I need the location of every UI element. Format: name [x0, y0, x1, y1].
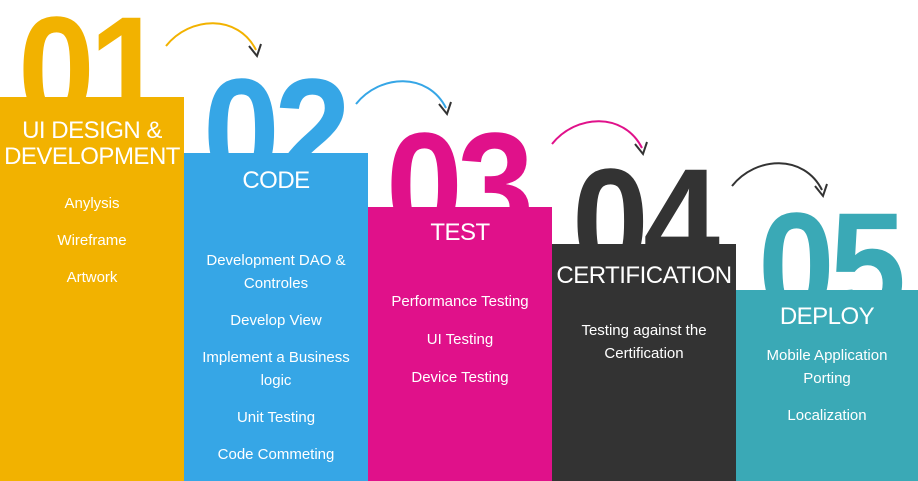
- step-05-item: Localization: [787, 407, 867, 424]
- step-04-title: CERTIFICATION: [556, 262, 732, 289]
- step-02-item: Development DAO & Controles: [184, 226, 368, 295]
- step-03-item: Device Testing: [411, 369, 509, 386]
- step-02-item: Develop View: [230, 312, 322, 329]
- step-05-title: DEPLOY: [779, 303, 875, 330]
- step-02-item: Unit Testing: [236, 409, 316, 426]
- step-03-panel: TEST Performance Testing UI Testing Devi…: [368, 207, 552, 481]
- step-02-item: Implement a Business logic: [202, 349, 350, 389]
- step-02-item: Code Commeting: [217, 446, 335, 463]
- step-02-title: CODE: [242, 167, 310, 194]
- step-04-panel: CERTIFICATION Testing against the Certif…: [552, 244, 736, 481]
- step-03-title: TEST: [430, 219, 490, 246]
- step-01-item: Artwork: [66, 269, 118, 286]
- step-04-item: Testing against the Certification: [581, 322, 707, 362]
- step-01-title-line-2: DEVELOPMENT: [4, 143, 180, 170]
- step-01-item: Anylysis: [64, 195, 120, 212]
- arrow-1-to-2-icon: [165, 22, 262, 59]
- arrow-2-to-3-icon: [355, 80, 452, 117]
- step-03-item: UI Testing: [426, 331, 494, 348]
- step-01-title-line-1: UI DESIGN &: [22, 117, 162, 144]
- step-03-item: Performance Testing: [391, 293, 529, 310]
- arrow-4-to-5-icon: [731, 162, 828, 199]
- step-05-item: Mobile Application Porting: [766, 347, 888, 387]
- arrow-3-to-4-icon: [551, 120, 648, 157]
- step-02-item-1-line-1: Development DAO & Controles: [206, 252, 346, 292]
- step-02-panel: CODE Development DAO & Controles Develop…: [184, 153, 368, 481]
- step-01-item: Wireframe: [57, 232, 127, 249]
- step-05-panel: DEPLOY Mobile Application Porting Locali…: [736, 290, 918, 481]
- step-01-panel: UI DESIGN & DEVELOPMENT Anylysis Wirefra…: [0, 97, 184, 481]
